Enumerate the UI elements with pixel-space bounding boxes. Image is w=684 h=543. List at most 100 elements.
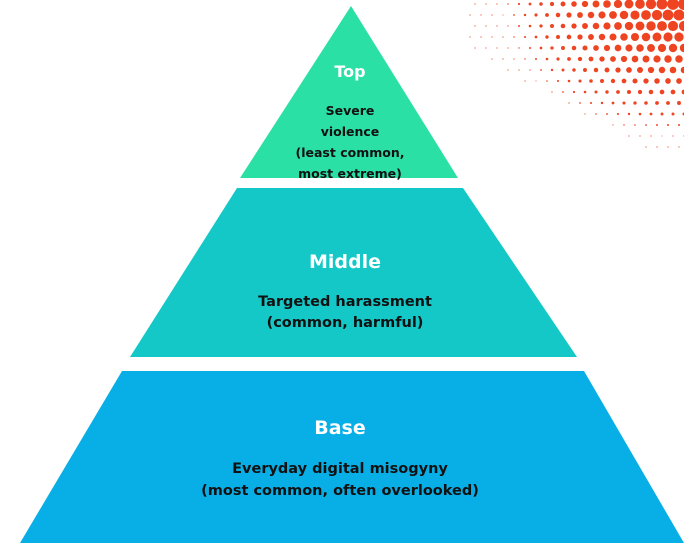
- halftone-dot: [582, 45, 588, 51]
- halftone-dot: [631, 55, 639, 63]
- base-tier-description: Everyday digital misogyny (most common, …: [201, 461, 479, 499]
- halftone-dot: [589, 101, 593, 105]
- halftone-dot: [539, 2, 543, 6]
- halftone-dot: [469, 36, 471, 38]
- halftone-dot: [566, 12, 572, 18]
- halftone-dot: [604, 67, 610, 73]
- halftone-dot: [622, 101, 626, 105]
- halftone-dot: [665, 78, 671, 84]
- halftone-dot: [657, 21, 667, 31]
- halftone-dot: [584, 113, 586, 115]
- halftone-dot: [654, 78, 660, 84]
- halftone-dot: [615, 67, 621, 73]
- halftone-dot: [616, 112, 620, 116]
- halftone-dot: [621, 78, 627, 84]
- halftone-dot: [641, 10, 651, 20]
- halftone-dot: [561, 68, 565, 72]
- halftone-dot: [639, 135, 641, 137]
- halftone-dot: [549, 1, 555, 7]
- halftone-dot: [589, 79, 593, 83]
- halftone-dot: [545, 57, 549, 61]
- halftone-dot: [638, 112, 642, 116]
- halftone-dot: [496, 25, 498, 27]
- halftone-dot: [674, 32, 684, 42]
- halftone-dot: [633, 101, 637, 105]
- halftone-dot: [659, 89, 665, 95]
- halftone-dot: [598, 33, 606, 41]
- halftone-dot: [523, 13, 527, 17]
- halftone-dot: [567, 79, 571, 83]
- halftone-dot: [587, 11, 595, 19]
- halftone-dot: [647, 66, 655, 74]
- halftone-dot: [539, 46, 543, 50]
- halftone-dot: [593, 45, 599, 51]
- halftone-dot: [606, 113, 608, 115]
- halftone-dot: [485, 47, 487, 49]
- halftone-dot: [630, 32, 640, 42]
- halftone-dot: [598, 11, 606, 19]
- halftone-dot: [582, 23, 588, 29]
- halftone-dot: [513, 14, 515, 16]
- halftone-dot: [502, 58, 504, 60]
- halftone-dot: [677, 101, 681, 105]
- halftone-dot: [681, 89, 684, 95]
- halftone-dot: [645, 0, 657, 10]
- base-tier-label: Base Everyday digital misogyny (most com…: [110, 398, 570, 521]
- halftone-dot: [507, 47, 509, 49]
- pyramid-tier-middle: [130, 188, 577, 357]
- halftone-dot: [534, 13, 538, 17]
- halftone-dot: [581, 0, 589, 8]
- halftone-dot: [611, 101, 615, 105]
- halftone-dot: [610, 78, 616, 84]
- halftone-dot: [655, 101, 659, 105]
- halftone-dot: [620, 55, 628, 63]
- halftone-dot: [566, 34, 572, 40]
- halftone-dot: [670, 89, 676, 95]
- halftone-dot: [603, 0, 611, 8]
- halftone-dot: [650, 135, 652, 137]
- halftone-dot: [643, 78, 649, 84]
- halftone-dot: [528, 24, 532, 28]
- halftone-dot: [567, 57, 571, 61]
- middle-tier-label: Middle Targeted harassment (common, harm…: [200, 232, 490, 353]
- middle-tier-title: Middle: [308, 251, 382, 273]
- halftone-dot: [666, 101, 670, 105]
- halftone-dot: [474, 25, 476, 27]
- halftone-dot: [507, 25, 509, 27]
- halftone-dot: [534, 35, 538, 39]
- halftone-dot: [677, 0, 684, 11]
- halftone-dot: [626, 67, 632, 73]
- halftone-dot: [594, 90, 598, 94]
- halftone-dot: [524, 80, 526, 82]
- halftone-dot: [539, 24, 543, 28]
- halftone-dot: [656, 146, 658, 148]
- halftone-dot: [550, 68, 554, 72]
- halftone-dot: [624, 21, 634, 31]
- halftone-dot: [610, 56, 616, 62]
- halftone-dot: [613, 0, 623, 9]
- halftone-dot: [555, 34, 561, 40]
- halftone-dot: [588, 56, 594, 62]
- halftone-dot: [637, 89, 643, 95]
- halftone-dot: [480, 36, 482, 38]
- pyramid-tier-base: [20, 371, 684, 543]
- halftone-dot: [632, 78, 638, 84]
- halftone-dot: [561, 46, 565, 50]
- halftone-dot: [577, 56, 583, 62]
- halftone-dot: [630, 10, 640, 20]
- halftone-dot: [592, 22, 600, 30]
- halftone-dot: [546, 80, 548, 82]
- halftone-dot: [579, 102, 581, 104]
- halftone-dot: [657, 43, 667, 53]
- halftone-dot: [592, 0, 600, 8]
- halftone-dot: [535, 80, 537, 82]
- halftone-dot: [664, 55, 672, 63]
- halftone-dot: [612, 124, 614, 126]
- halftone-dot: [641, 32, 651, 42]
- halftone-dot: [577, 12, 583, 18]
- top-tier-label: Top Severe violence (least common, most …: [270, 44, 430, 203]
- halftone-dot: [513, 58, 515, 60]
- halftone-dot: [619, 10, 629, 20]
- base-tier-title: Base: [314, 417, 366, 439]
- halftone-dot: [577, 34, 583, 40]
